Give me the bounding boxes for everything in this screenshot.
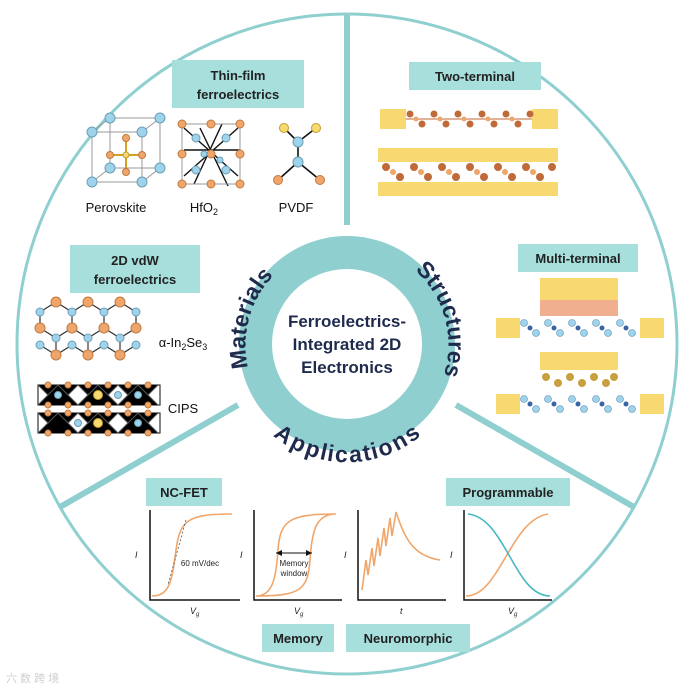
vdw-label-box [70, 245, 200, 293]
multi-terminal-title: Multi-terminal [535, 251, 620, 266]
ncfet-plot: 60 mV/dec I Vg [135, 510, 240, 618]
thin-film-label-box [172, 60, 304, 108]
cips-structure-icon [37, 381, 161, 437]
neuromorphic-x-axis-label: t [400, 606, 403, 616]
programmable-plot: I Vg [450, 510, 552, 618]
perovskite-label: Perovskite [86, 200, 147, 215]
ncfet-label-box [146, 478, 222, 506]
neuromorphic-y-axis-label: I [344, 550, 347, 560]
center-title-line3: Electronics [301, 358, 393, 377]
neuromorphic-potentiation-curve [361, 511, 441, 591]
programmable-label-box [446, 478, 570, 506]
two-terminal-device-1-icon [380, 109, 558, 129]
programmable-y-axis-label: I [450, 550, 453, 560]
ncfet-x-axis-label: Vg [190, 606, 200, 618]
watermark-text: 六 数 跨 境 [6, 671, 59, 685]
two-terminal-device-2-icon [378, 148, 558, 196]
divider-left [58, 402, 240, 510]
center-title-line2: Integrated 2D [293, 335, 402, 354]
memory-hysteresis-loop [255, 513, 337, 597]
central-disc [272, 269, 422, 419]
hfo2-label: HfO2 [190, 200, 218, 217]
programmable-x-axis-label: Vg [508, 606, 518, 618]
perovskite-structure-icon [86, 112, 166, 188]
multi-terminal-device-2-icon [496, 352, 664, 414]
neuromorphic-plot: I t [344, 510, 446, 616]
memory-plot: Memory window I Vg [240, 510, 342, 618]
ncfet-slope-label: 60 mV/dec [181, 559, 219, 568]
multi-terminal-label-box [518, 244, 638, 272]
in2se3-structure-icon [34, 296, 142, 361]
memory-label-box [262, 624, 334, 652]
vdw-title-line2: ferroelectrics [94, 272, 176, 287]
programmable-curve-orange [465, 513, 549, 597]
memory-window-label-line2: window [280, 569, 308, 578]
thin-film-title-line1: Thin-film [211, 68, 266, 83]
two-terminal-label-box [409, 62, 541, 90]
memory-window-label-line1: Memory [280, 559, 309, 568]
hfo2-structure-icon [177, 119, 245, 189]
ncfet-title: NC-FET [160, 485, 208, 500]
pvdf-label: PVDF [279, 200, 314, 215]
thin-film-title-line2: ferroelectrics [197, 87, 279, 102]
vdw-title-line1: 2D vdW [111, 253, 159, 268]
divider-right [454, 402, 636, 510]
neuromorphic-title: Neuromorphic [364, 631, 453, 646]
programmable-title: Programmable [462, 485, 553, 500]
ncfet-y-axis-label: I [135, 550, 138, 560]
pvdf-molecule-icon [273, 123, 325, 185]
programmable-curve-teal [467, 513, 551, 597]
center-title-line1: Ferroelectrics- [288, 312, 406, 331]
memory-x-axis-label: Vg [294, 606, 304, 618]
neuromorphic-label-box [346, 624, 470, 652]
memory-title: Memory [273, 631, 324, 646]
cips-label: CIPS [168, 401, 199, 416]
in2se3-label: α-In2Se3 [159, 335, 208, 352]
ncfet-curve [151, 513, 233, 597]
multi-terminal-device-1-icon [496, 278, 664, 338]
memory-y-axis-label: I [240, 550, 243, 560]
two-terminal-title: Two-terminal [435, 69, 515, 84]
